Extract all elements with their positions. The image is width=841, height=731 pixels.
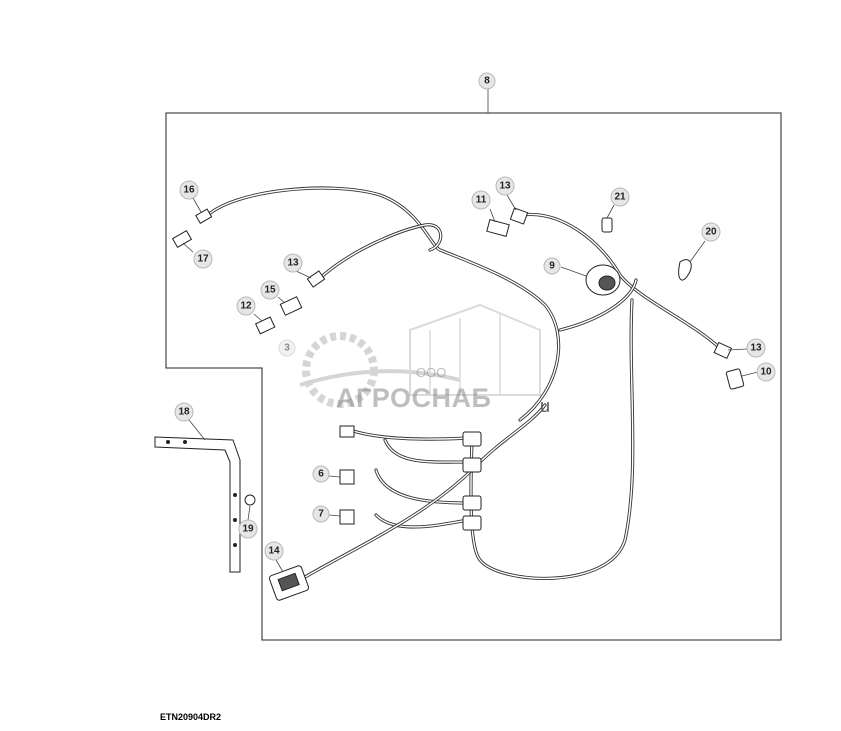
callout-11-label: 11 [476, 195, 487, 206]
callout-16: 16 [179, 180, 199, 200]
callout-14: 14 [264, 541, 284, 561]
callout-17: 17 [193, 249, 213, 269]
watermark-brand: АГРОСНАБ [336, 383, 492, 413]
callout-18: 18 [174, 402, 194, 422]
callout-21: 21 [610, 187, 630, 207]
callout-6-label: 6 [318, 469, 324, 480]
callout-9: 9 [543, 257, 561, 275]
callout-13a-label: 13 [287, 258, 299, 269]
callout-18-label: 18 [178, 407, 190, 418]
callout-3-label: 3 [284, 343, 290, 354]
figure-code: ETN20904DR2 [160, 712, 222, 722]
callout-3: 3 [278, 339, 296, 357]
watermark-logo [299, 303, 541, 408]
callout-14-label: 14 [268, 546, 280, 557]
callout-16-label: 16 [183, 185, 195, 196]
callout-13-a: 13 [283, 253, 303, 273]
callout-12-label: 12 [240, 301, 252, 312]
callout-7: 7 [312, 505, 330, 523]
callout-12: 12 [236, 296, 256, 316]
callout-20: 20 [701, 222, 721, 242]
callout-15: 15 [260, 280, 280, 300]
watermark-prefix: ООО [416, 365, 447, 380]
watermark-tail: u [540, 396, 551, 416]
callout-13-b: 13 [495, 176, 515, 196]
callout-17-label: 17 [197, 254, 209, 265]
callout-7-label: 7 [318, 509, 324, 520]
callout-10: 10 [756, 362, 776, 382]
callout-19: 19 [238, 519, 258, 539]
callout-8-label: 8 [484, 76, 490, 87]
callout-10-label: 10 [760, 367, 772, 378]
callout-13-c: 13 [746, 338, 766, 358]
callout-8: 8 [478, 72, 496, 90]
callout-19-label: 19 [242, 524, 254, 535]
callout-15-label: 15 [264, 285, 276, 296]
callout-20-label: 20 [705, 227, 717, 238]
callout-21-label: 21 [614, 192, 626, 203]
callout-9-label: 9 [549, 261, 555, 272]
leader-lines [182, 88, 759, 573]
callout-6: 6 [312, 465, 330, 483]
callout-11: 11 [471, 190, 491, 210]
component-parts [154, 207, 745, 601]
callout-13b-label: 13 [499, 181, 511, 192]
callout-13c-label: 13 [750, 343, 762, 354]
harness-frame [165, 112, 782, 641]
